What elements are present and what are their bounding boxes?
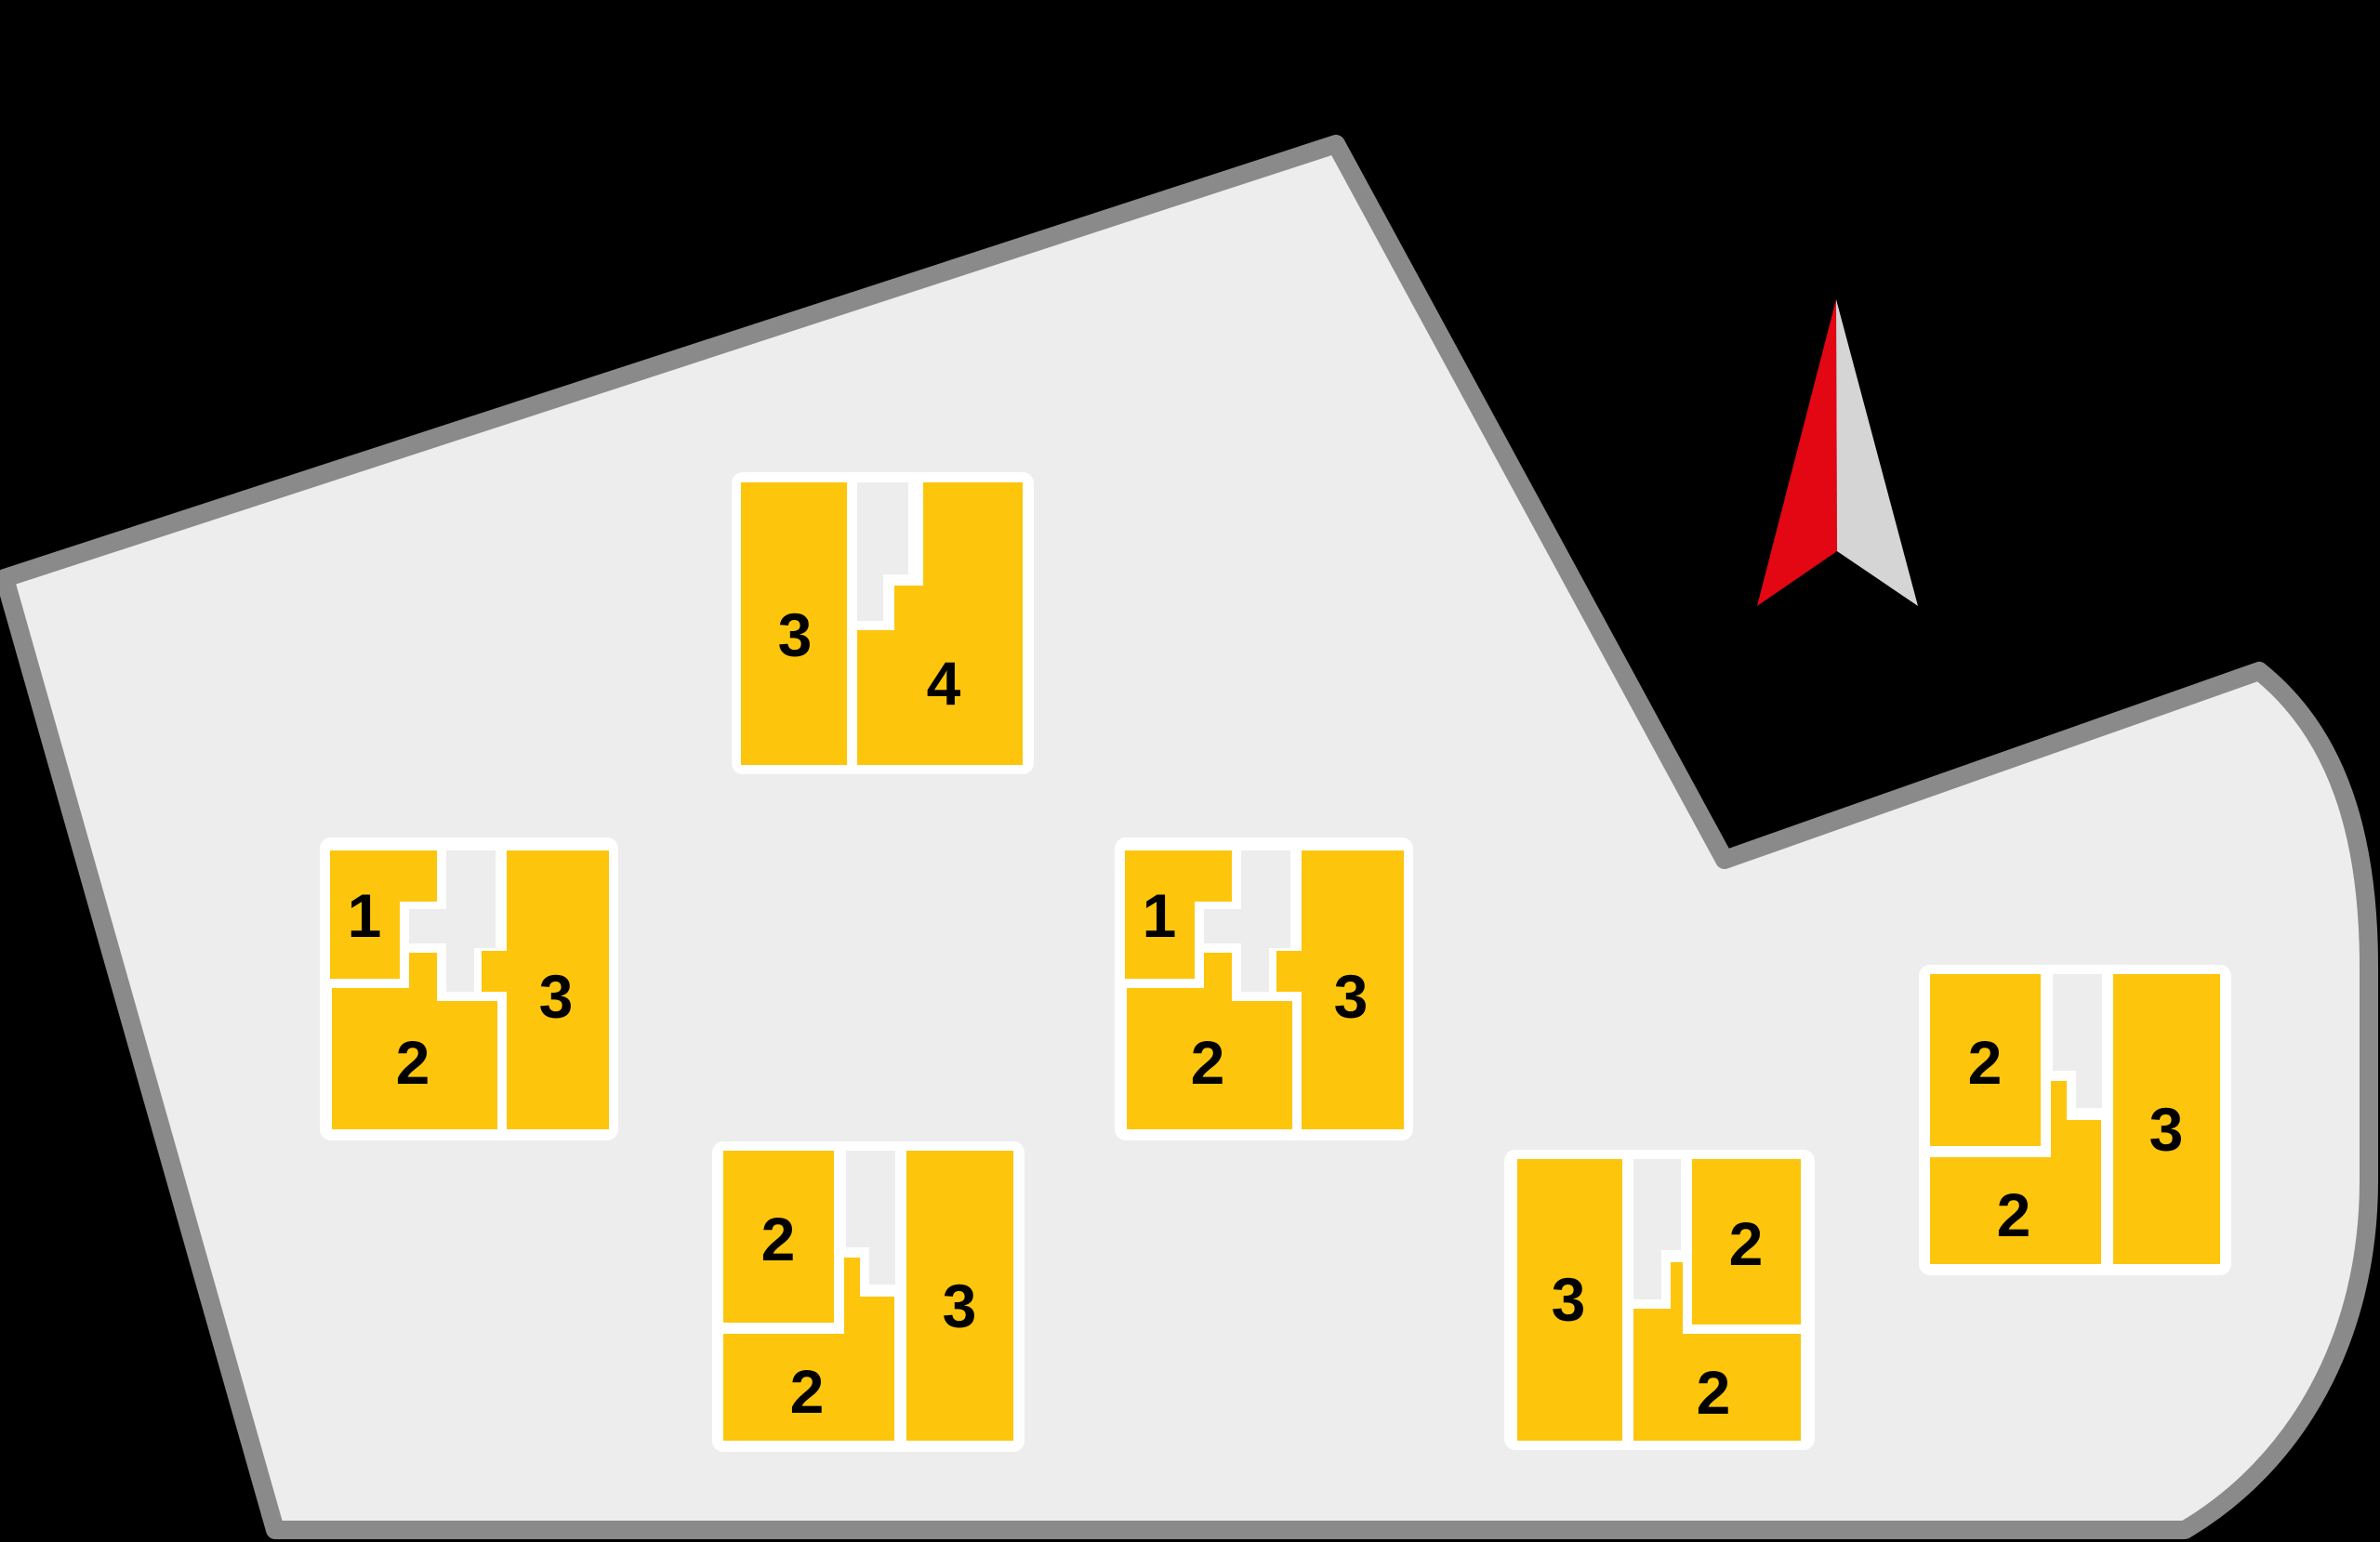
- stairwell-area: [1633, 1159, 1681, 1299]
- building-unit-2[interactable]: [1930, 1081, 2101, 1264]
- building-bottom-center: 223: [712, 1141, 1025, 1452]
- building-unit-3[interactable]: [482, 850, 609, 1129]
- building-left: 123: [320, 837, 618, 1140]
- building-unit-3[interactable]: [1276, 850, 1404, 1129]
- building-top-center: 34: [732, 472, 1034, 774]
- stairwell-area: [846, 1151, 895, 1285]
- building-far-right: 223: [1919, 965, 2231, 1275]
- building-unit-2[interactable]: [1930, 974, 2041, 1146]
- building-unit-3[interactable]: [2113, 974, 2220, 1264]
- building-middle: 123: [1115, 837, 1413, 1140]
- building-unit-3[interactable]: [741, 482, 847, 765]
- site-boundary: [0, 135, 2378, 1539]
- building-unit-1[interactable]: [330, 850, 437, 979]
- building-unit-3[interactable]: [906, 1151, 1013, 1441]
- building-bottom-right: 322: [1504, 1150, 1815, 1450]
- north-arrow-light-half-icon: [1836, 299, 1918, 606]
- building-unit-2[interactable]: [723, 1151, 834, 1323]
- building-unit-3[interactable]: [1517, 1159, 1622, 1441]
- stairwell-area: [409, 850, 496, 992]
- building-unit-1[interactable]: [1125, 850, 1232, 979]
- building-unit-2[interactable]: [1127, 953, 1292, 1129]
- stairwell-area: [1204, 850, 1290, 992]
- building-unit-2[interactable]: [723, 1258, 894, 1441]
- building-unit-4[interactable]: [857, 482, 1023, 765]
- building-unit-2[interactable]: [1692, 1159, 1801, 1325]
- building-unit-2[interactable]: [1633, 1262, 1801, 1441]
- north-arrow-red-half-icon: [1757, 299, 1837, 606]
- stairwell-area: [2053, 974, 2102, 1108]
- building-unit-2[interactable]: [332, 953, 497, 1129]
- stairwell-area: [857, 482, 908, 621]
